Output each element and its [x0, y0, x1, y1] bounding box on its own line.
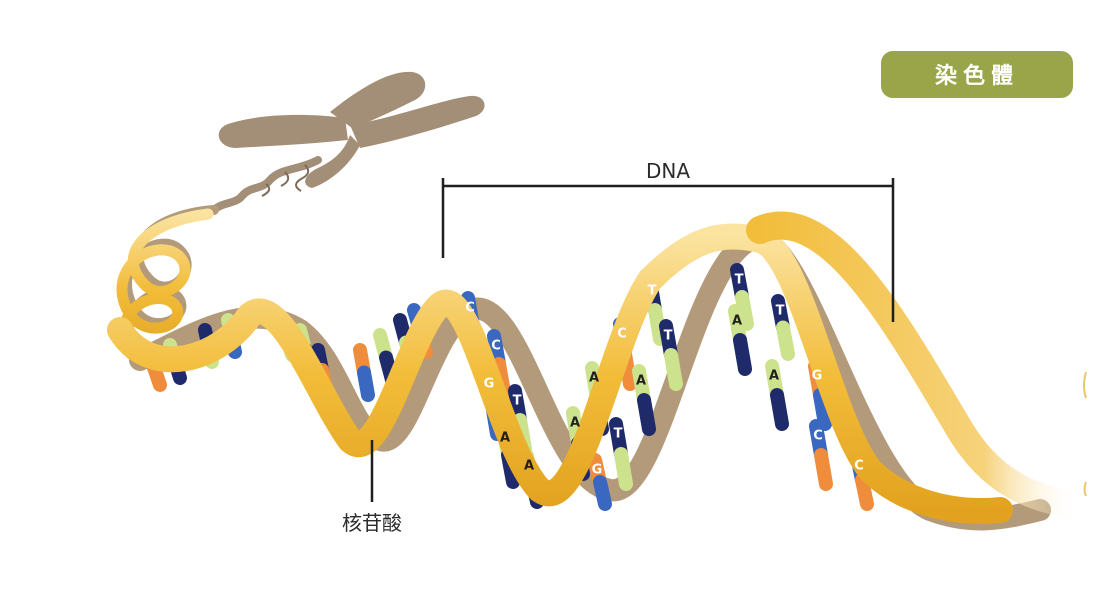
base-pair-labeled-half-b	[648, 303, 667, 346]
dna-backbone-front	[107, 223, 1013, 524]
base-letter-a: A	[500, 431, 510, 446]
chromosome-badge-label: 染色體	[935, 63, 1019, 89]
base-letter-t: T	[735, 273, 744, 288]
dna-label: DNA	[646, 159, 690, 183]
base-pair-labeled-half-b	[770, 388, 789, 431]
base-letter-c: C	[854, 459, 864, 474]
base-pair-half-b	[357, 365, 375, 402]
base-letter-c: C	[465, 301, 475, 316]
base-letter-t: T	[776, 304, 785, 319]
base-letter-g: G	[484, 377, 495, 392]
nucleotide-label: 核苷酸	[342, 511, 402, 535]
chromatin-coil-detail	[261, 164, 310, 197]
base-letter-a: A	[732, 314, 742, 329]
base-letter-a: A	[524, 459, 534, 474]
base-letter-a: A	[589, 371, 599, 386]
edge-mark	[1083, 371, 1087, 497]
base-letter-g: G	[812, 369, 823, 384]
base-pair-labeled-half-b	[664, 348, 683, 391]
base-pair-labeled-half-b	[735, 290, 754, 331]
nucleotide-pointer: 核苷酸	[342, 440, 402, 535]
chromosome-arm-right	[350, 95, 485, 148]
base-pair-labeled-half-b	[814, 448, 833, 491]
base-letter-c: C	[617, 327, 627, 342]
base-letter-a: A	[769, 369, 779, 384]
base-letter-c: C	[491, 339, 501, 354]
chromosome-badge-background	[881, 51, 1073, 98]
chromosome-arm-left	[218, 114, 348, 148]
chromosome-badge: 染色體	[881, 51, 1073, 98]
base-letter-a: A	[636, 374, 646, 389]
base-pair-labeled-half-b	[855, 473, 874, 511]
chromosome	[210, 71, 485, 214]
base-letter-g: G	[592, 463, 603, 478]
chromosome-arm-upper	[330, 71, 426, 128]
chromosome-arm-lower	[305, 135, 360, 188]
dna-bracket: DNA	[441, 159, 895, 322]
base-letter-t: T	[614, 427, 623, 442]
base-letter-a: A	[570, 416, 580, 431]
base-letter-t: T	[513, 394, 522, 409]
base-pair-labeled-half-b	[593, 475, 612, 511]
base-pair-labeled-half-b	[776, 320, 795, 361]
base-pair-labeled-half-b	[637, 393, 656, 436]
base-letter-t: T	[648, 284, 657, 299]
base-letter-t: T	[664, 329, 673, 344]
dna-backbone-front-fade	[746, 211, 1094, 519]
base-letter-c: C	[813, 429, 823, 444]
base-pair-labeled-half-b	[813, 388, 832, 431]
base-pair-labeled-half-b	[733, 333, 752, 376]
chromatin-coil	[210, 156, 322, 214]
base-pair-labeled-half-b	[614, 447, 633, 491]
